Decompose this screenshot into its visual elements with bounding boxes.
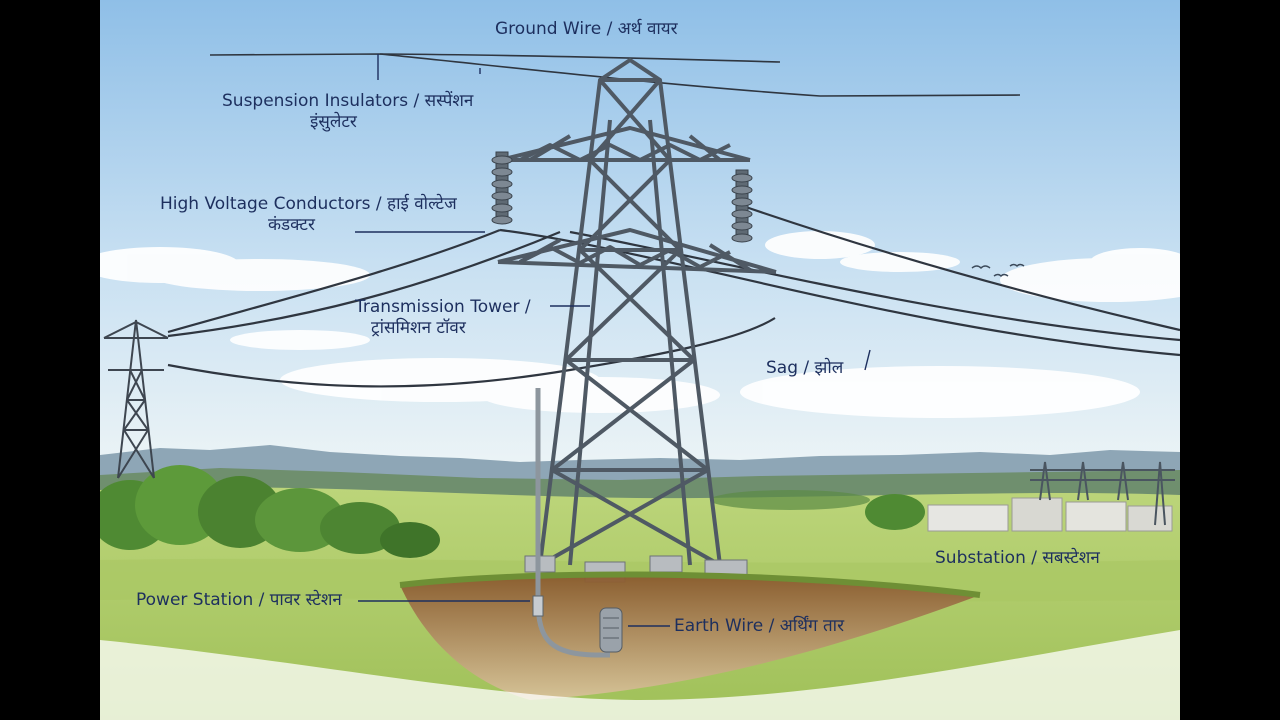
label-suspension-insulators-line2: इंसुलेटर [310,112,357,132]
soil-section [400,576,980,700]
label-suspension-insulators: Suspension Insulators / सस्पेंशन इंसुलेट… [222,91,473,133]
label-ground-wire: Ground Wire / अर्थ वायर [495,19,678,39]
transmission-illustration [100,0,1180,720]
trees-right [710,490,925,530]
label-transmission-tower: Transmission Tower / ट्रांसमिशन टॉवर [355,297,531,339]
label-transmission-tower-line2: ट्रांसमिशन टॉवर [371,318,466,338]
bottom-vignette [100,630,1180,720]
ground-wire-line [209,53,1021,97]
main-tower [497,58,777,567]
leader-lines [355,54,871,627]
diagram-frame: Ground Wire / अर्थ वायर Suspension Insul… [100,0,1180,720]
label-transmission-tower-line1: Transmission Tower / [355,297,531,317]
label-substation: Substation / सबस्टेशन [935,548,1100,568]
label-power-station: Power Station / पावर स्टेशन [136,590,342,610]
label-suspension-insulators-line1: Suspension Insulators / सस्पेंशन [222,91,474,111]
earth-rod [532,388,623,658]
clouds [100,231,1180,418]
trees-left [100,465,440,558]
label-high-voltage-conductors-line1: High Voltage Conductors / हाई वोल्टेज [160,194,457,214]
small-tower-left [103,319,169,479]
label-high-voltage-conductors-line2: कंडक्टर [268,215,315,235]
grass-edge [399,571,981,598]
label-high-voltage-conductors: High Voltage Conductors / हाई वोल्टेज कं… [160,194,457,236]
label-sag: Sag / झोल [766,358,844,378]
birds [971,263,1025,278]
insulators [491,151,753,243]
substation-group [927,461,1175,532]
label-earth-wire: Earth Wire / अर्थिंग तार [674,616,845,636]
conductor-lines [167,203,1180,388]
